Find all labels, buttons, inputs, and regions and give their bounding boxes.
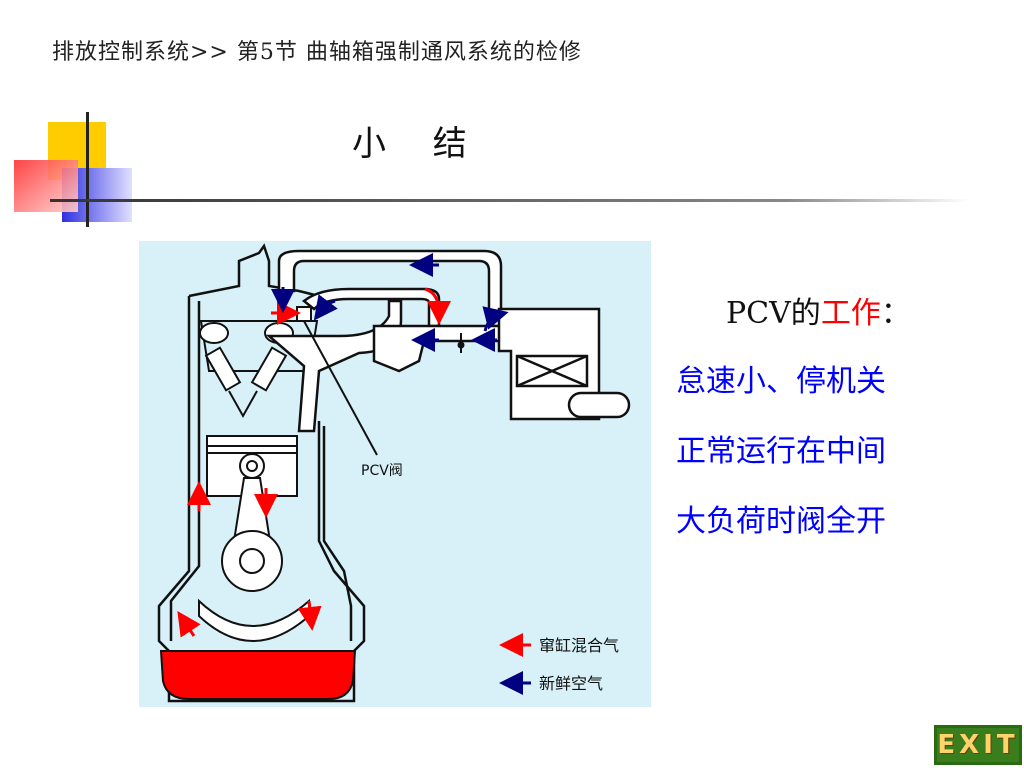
fresh-air-arrows xyxy=(271,253,509,352)
state-idle: 怠速小、停机关 xyxy=(676,364,886,399)
pcv-work-highlight: 工作 xyxy=(820,296,881,331)
legend: 窜缸混合气 新鲜空气 xyxy=(499,633,619,695)
exit-button-label: EXIT xyxy=(937,730,1019,760)
air-cleaner xyxy=(497,307,631,421)
pcv-engine-diagram: PCV阀 窜缸混合气 新鲜空气 xyxy=(139,241,651,707)
slide-title: 小 结 xyxy=(352,124,485,164)
pcv-work-heading: PCV的工作： xyxy=(726,288,911,332)
pcv-valve-label: PCV阀 xyxy=(361,463,403,479)
legend-blowby-label: 窜缸混合气 xyxy=(539,636,619,655)
legend-fresh-air-label: 新鲜空气 xyxy=(539,674,603,693)
pcv-work-prefix: PCV的 xyxy=(726,296,821,331)
piston xyxy=(198,435,310,642)
breadcrumb: 排放控制系统>> 第5节 曲轴箱强制通风系统的检修 xyxy=(52,40,582,65)
blowby-arrows xyxy=(177,287,451,638)
decorative-header-graphic xyxy=(14,112,970,227)
pcv-work-suffix: ： xyxy=(880,296,911,331)
exit-button[interactable]: EXIT xyxy=(934,725,1022,765)
state-normal: 正常运行在中间 xyxy=(676,434,886,469)
intake-duct xyxy=(265,249,511,433)
state-full-load: 大负荷时阀全开 xyxy=(676,504,886,539)
oil-pan xyxy=(159,650,357,700)
engine-block xyxy=(157,243,366,703)
